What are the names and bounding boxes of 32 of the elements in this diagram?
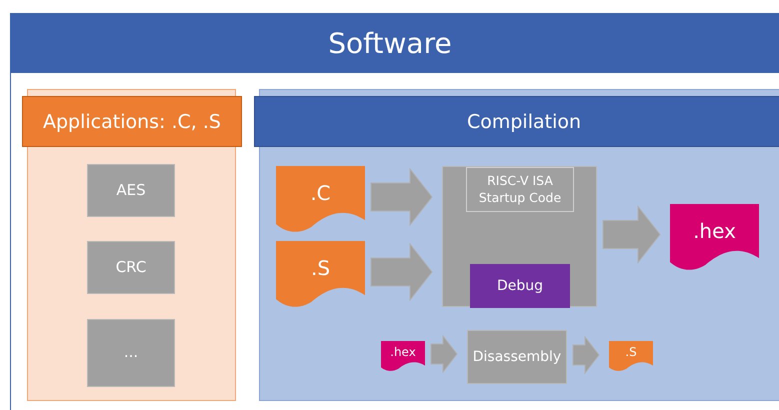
compiler-box <box>442 166 597 307</box>
section-title: Software <box>328 27 452 60</box>
box-label: CRC <box>114 258 148 278</box>
box-label: RISC-V ISA Startup Code <box>478 173 562 206</box>
application-box <box>87 319 175 387</box>
box-label: Disassembly <box>472 348 562 366</box>
block-arrow <box>370 168 433 226</box>
file-extension: .C <box>309 180 332 205</box>
application-box <box>87 164 175 217</box>
file-extension: .hex <box>692 218 737 243</box>
box-label: AES <box>115 180 147 200</box>
block-arrow <box>370 242 433 302</box>
block-arrow <box>430 334 458 374</box>
debug-box <box>470 264 570 308</box>
document-shape <box>276 241 365 307</box>
file-extension: .S <box>310 256 332 280</box>
block-arrow <box>572 336 600 374</box>
software-frame <box>10 13 779 410</box>
panel-title: Applications: .C, .S <box>43 110 221 132</box>
panel-title: Compilation <box>466 110 582 132</box>
disassembly-box <box>467 330 567 384</box>
box-label: Debug <box>496 276 544 296</box>
block-arrow <box>602 205 661 264</box>
application-box <box>87 241 175 294</box>
document-shape <box>276 166 365 232</box>
startup-code-box <box>466 167 574 212</box>
file-extension: .S <box>624 345 638 360</box>
box-label: ... <box>122 343 140 363</box>
document-shape <box>670 204 759 270</box>
document-shape <box>381 341 425 371</box>
document-shape <box>609 341 653 371</box>
file-extension: .hex <box>389 345 417 360</box>
